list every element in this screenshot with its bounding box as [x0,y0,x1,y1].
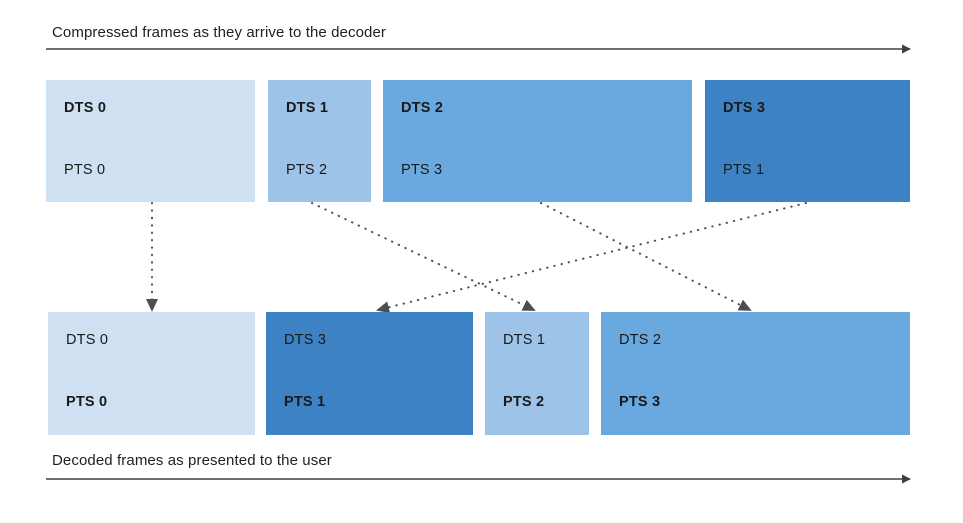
compressed-frame-1[interactable]: DTS 1 PTS 2 [268,80,371,202]
decoded-frame-0[interactable]: DTS 0 PTS 0 [48,312,255,435]
dts3-to-pts1-connector [376,202,807,314]
compressed-frame-1-dts-label: DTS 1 [286,100,329,116]
frame-reorder-connectors [146,202,807,314]
decoded-frame-3-pts-label: PTS 3 [619,394,661,410]
decoded-frame-1-pts-label: PTS 1 [284,394,326,410]
top-timeline-caption: Compressed frames as they arrive to the … [52,24,387,41]
decoded-frame-2-pts-label: PTS 2 [503,394,545,410]
compressed-frame-3[interactable]: DTS 3 PTS 1 [705,80,910,202]
compressed-frame-0-pts-label: PTS 0 [64,162,106,178]
compressed-frame-1-pts-label: PTS 2 [286,162,328,178]
decoded-frame-1-dts-label: DTS 3 [284,332,327,348]
decoded-frame-2[interactable]: DTS 1 PTS 2 [485,312,589,435]
dts1-to-pts2-connector [311,202,536,311]
compressed-frame-0[interactable]: DTS 0 PTS 0 [46,80,255,202]
decoded-frame-0-pts-label: PTS 0 [66,394,108,410]
compressed-frame-2-pts-label: PTS 3 [401,162,443,178]
decoded-frame-1[interactable]: DTS 3 PTS 1 [266,312,473,435]
bottom-timeline-caption: Decoded frames as presented to the user [52,452,332,469]
decoded-frame-2-dts-label: DTS 1 [503,332,546,348]
compressed-frame-0-dts-label: DTS 0 [64,100,107,116]
decoded-frame-3[interactable]: DTS 2 PTS 3 [601,312,910,435]
compressed-frame-3-pts-label: PTS 1 [723,162,765,178]
compressed-frame-2[interactable]: DTS 2 PTS 3 [383,80,692,202]
dts2-to-pts3-connector [540,202,752,311]
decoded-frame-3-dts-label: DTS 2 [619,332,662,348]
compressed-frame-2-dts-label: DTS 2 [401,100,444,116]
compressed-frame-3-dts-label: DTS 3 [723,100,766,116]
decoded-frame-0-dts-label: DTS 0 [66,332,109,348]
